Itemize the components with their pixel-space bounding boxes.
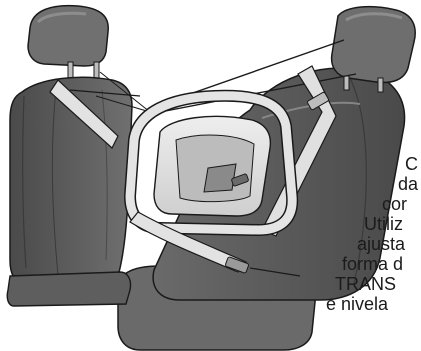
left-headrest bbox=[28, 6, 108, 66]
left-seat-cushion bbox=[7, 272, 130, 306]
right-headrest bbox=[332, 7, 416, 92]
